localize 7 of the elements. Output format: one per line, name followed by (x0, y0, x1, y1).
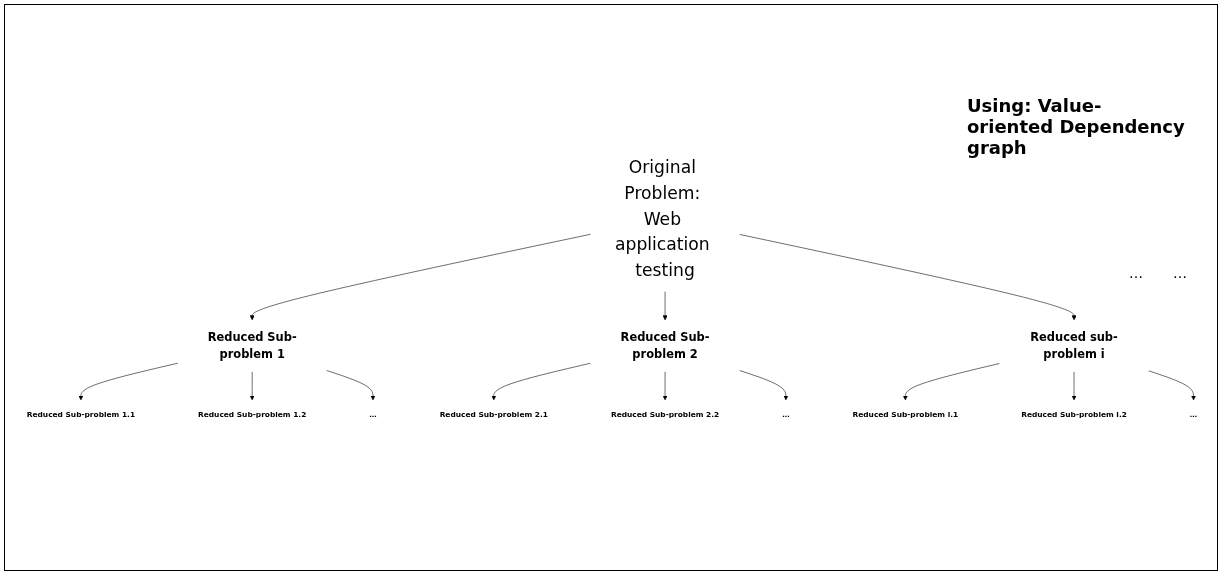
node-text: Original Problem: Web application testing (615, 157, 710, 281)
annotation-text: Using: Value-oriented Dependency graph (967, 95, 1186, 158)
ellipsis-text: … (1129, 265, 1143, 281)
node-text: Reduced Sub-problem 1 (207, 330, 297, 362)
node-text: Reduced sub-problem i (1030, 330, 1118, 362)
ellipsis-text: … (1173, 265, 1187, 281)
node-text: Reduced Sub-problem 2 (620, 330, 710, 362)
